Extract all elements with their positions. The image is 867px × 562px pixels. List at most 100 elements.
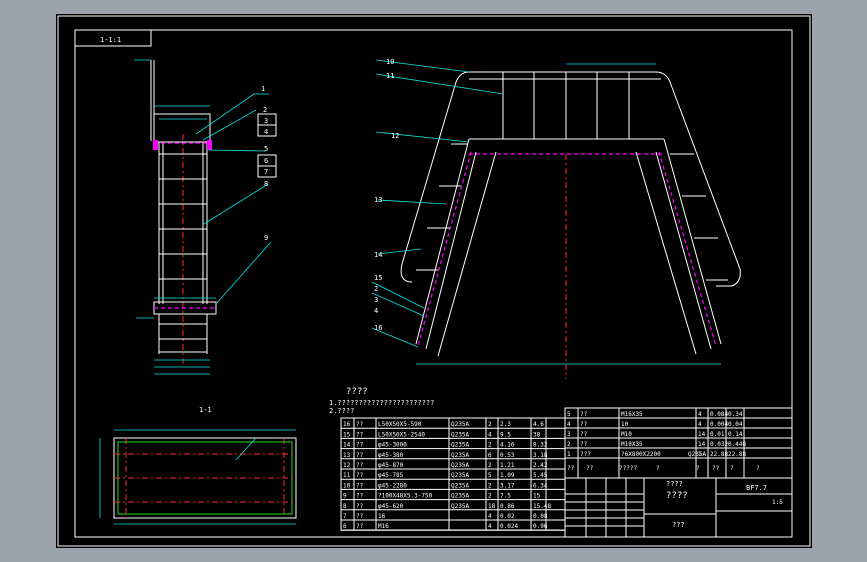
balloon-5: 5 (264, 145, 268, 153)
bom-left-cell: φ45-620 (378, 503, 404, 510)
balloon-r4: 4 (374, 307, 378, 315)
balloon-1: 1 (261, 85, 265, 93)
bom-right-table (564, 407, 793, 538)
bom-left-cell: φ45-870 (378, 462, 404, 469)
bom-right-cell: 22.88 (710, 451, 728, 458)
bom-right-cell: 0.14 (728, 431, 743, 438)
bom-left-cell: 8 (343, 503, 347, 510)
bom-left-cell: 7.5 (500, 493, 511, 500)
bom-left-cell: ?? (356, 503, 364, 510)
bom-right-cell: 2 (567, 441, 571, 448)
inner-frame (74, 29, 793, 538)
bom-left-cell: 4 (488, 431, 492, 438)
bom-left-cell: 2 (488, 462, 492, 469)
bom-right-cell: ?? (580, 431, 588, 438)
bom-left-cell: L50X50X5-590 (378, 421, 422, 428)
bom-left-cell: 3.18 (533, 452, 548, 459)
bom-right-cell: ?? (580, 421, 588, 428)
balloon-11: 11 (386, 72, 394, 80)
bom-left-cell: ?? (356, 442, 364, 449)
title-scale: 1:5 (772, 499, 783, 506)
bom-left-cell: ?? (356, 523, 364, 530)
bom-left-cell: Q235A (451, 421, 469, 428)
bom-left-cell: Q235A (451, 442, 469, 449)
bom-left-cell: ?100X48X5.3-750 (378, 493, 433, 500)
bom-left-cell: 12 (343, 462, 351, 469)
detail-plate-view (99, 429, 297, 525)
bom-left-cell: 18 (488, 503, 496, 510)
bom-left-cell: 16 (343, 421, 351, 428)
balloon-9: 9 (264, 234, 268, 242)
bom-right-cell: ??? (580, 451, 591, 458)
outer-frame (57, 15, 811, 547)
bom-left-cell: 4 (488, 513, 492, 520)
left-balloon-leaders (195, 93, 277, 305)
balloon-3: 3 (264, 117, 268, 125)
bom-left-cell: ?? (356, 462, 364, 469)
title-name-1: ???? (666, 480, 683, 488)
bom-left-cell: 8.32 (533, 442, 548, 449)
balloon-4: 4 (264, 128, 268, 136)
bom-left-cell: ?? (356, 472, 364, 479)
drawing-no-box (74, 29, 152, 47)
bom-right-header-cell: ????? (619, 465, 637, 472)
detail-label: 1-1 (199, 406, 212, 414)
bom-left-cell: 0.86 (500, 503, 515, 510)
bom-right-cell: 0.084 (710, 411, 728, 418)
bom-left-cell: φ45-380 (378, 452, 404, 459)
bom-right-cell: 14 (698, 431, 706, 438)
bom-left-cell: ?? (356, 431, 364, 438)
bom-left-cell: 16 (378, 513, 386, 520)
bom-left-cell: 10 (343, 482, 351, 489)
bom-left-cell: Q235A (451, 482, 469, 489)
bom-right-cell: 0.04 (728, 421, 743, 428)
bom-right-cell: 0.34 (728, 411, 743, 418)
note-2: 2.???? (329, 407, 354, 415)
bom-left-cell: φ45-3000 (378, 442, 407, 449)
bom-left-cell: 2.3 (500, 421, 511, 428)
bom-right-cell: 0.01 (710, 431, 725, 438)
bom-right-header-cell: ? (756, 465, 760, 472)
bom-left-cell: 6 (488, 452, 492, 459)
balloon-r2: 2 (374, 285, 378, 293)
bom-right-cell: 5 (567, 411, 571, 418)
bom-right-cell: 10 (621, 421, 629, 428)
bom-left-cell: ?? (356, 493, 364, 500)
bom-left-cell: 11 (343, 472, 351, 479)
bom-left-cell: 0.024 (500, 523, 518, 530)
bom-left-cell: 2 (488, 482, 492, 489)
bom-right-cell: 4 (698, 421, 702, 428)
bom-right-header-cell: ?? (586, 465, 594, 472)
bom-left-cell: Q235A (451, 452, 469, 459)
bom-left-cell: Q235A (451, 462, 469, 469)
bom-right-header-cell: ?? (712, 465, 720, 472)
bom-right-cell: 1 (698, 451, 702, 458)
bom-left-cell: 4.6 (533, 421, 544, 428)
front-view-stair (371, 59, 741, 379)
bom-right-cell: 0.004 (710, 421, 728, 428)
bom-left-cell: 15 (533, 493, 541, 500)
title-name-2: ???? (666, 491, 688, 501)
bom-left-cell: φ45-2280 (378, 482, 407, 489)
bom-left-cell: 9.5 (500, 431, 511, 438)
bom-right-header-cell: ?? (567, 465, 575, 472)
bom-right-cell: 0.032 (710, 441, 728, 448)
balloon-13: 13 (374, 196, 382, 204)
bom-left-cell: 14 (343, 442, 351, 449)
bom-left-cell: 6 (343, 523, 347, 530)
bom-left-cell: Q235A (451, 472, 469, 479)
bom-right-cell: ?? (580, 441, 588, 448)
balloon-14: 14 (374, 251, 382, 259)
note-1: 1.??????????????????????? (329, 399, 434, 407)
bom-right-header: ??????????????? (567, 465, 760, 472)
bom-right-cell: Q235A (688, 451, 706, 458)
bom-left-cell: ?? (356, 421, 364, 428)
bom-left-cell: 15 (343, 431, 351, 438)
bom-right-cell: M16X35 (621, 411, 643, 418)
balloon-2: 2 (263, 106, 267, 114)
bom-left-cell: φ45-785 (378, 472, 404, 479)
balloon-8: 8 (264, 180, 268, 188)
cad-drawing: 1-1:1 (57, 15, 811, 547)
bom-left-cell: ?? (356, 482, 364, 489)
